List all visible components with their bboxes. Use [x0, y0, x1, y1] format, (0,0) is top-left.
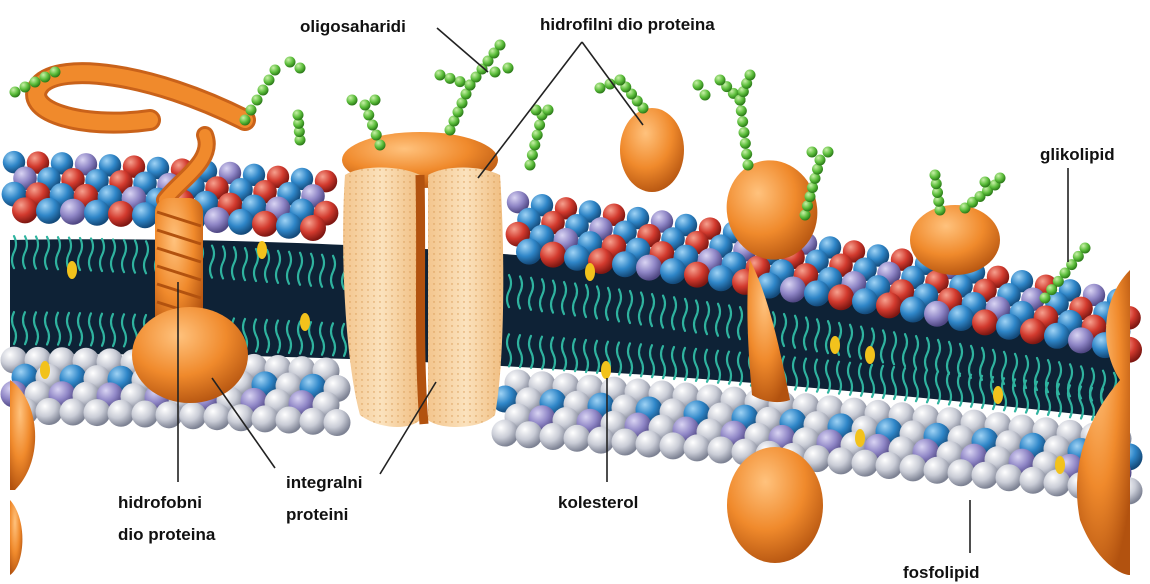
label-oligosaharidi: oligosaharidi [300, 17, 406, 36]
phospholipid-head-icon [1044, 469, 1071, 496]
phospholipid-head-icon [1044, 323, 1070, 349]
oligosaccharide-chain-icon [595, 75, 649, 114]
phospholipid-head-icon [852, 450, 879, 477]
phospholipid-head-icon [660, 258, 686, 284]
phospholipid-head-icon [588, 427, 615, 454]
phospholipid-head-icon [516, 421, 543, 448]
phospholipid-head-icon [228, 209, 254, 235]
phospholipid-head-icon [1020, 467, 1047, 494]
phospholipid-head-icon [276, 213, 302, 239]
phospholipid-head-icon [1068, 327, 1094, 353]
phospholipid-head-icon [276, 407, 303, 434]
phospholipid-head-icon [60, 398, 87, 425]
phospholipid-head-icon [204, 207, 230, 233]
cholesterol-icon [67, 261, 77, 279]
cholesterol-icon [855, 429, 865, 447]
phospholipid-head-icon [516, 239, 542, 265]
label-integralni-line1: integralni [286, 473, 363, 492]
edge-protein-left-bottom [10, 500, 22, 575]
phospholipid-head-icon [948, 459, 975, 486]
phospholipid-head-icon [636, 255, 662, 281]
cholesterol-icon [830, 336, 840, 354]
oligosaccharide-chain-icon [930, 170, 1006, 216]
phospholipid-head-icon [876, 452, 903, 479]
phospholipid-head-icon [60, 199, 86, 225]
phospholipid-head-icon [972, 309, 998, 335]
phospholipid-head-icon [708, 436, 735, 463]
phospholipid-head-icon [1020, 318, 1046, 344]
phospholipid-head-icon [900, 297, 926, 323]
cholesterol-icon [993, 386, 1003, 404]
oligosaccharide-chain-icon [293, 110, 306, 146]
phospholipid-head-icon [36, 198, 62, 224]
phospholipid-head-icon [684, 434, 711, 461]
cholesterol-icon [257, 241, 267, 259]
phospholipid-head-icon [876, 292, 902, 318]
label-hidrofilni-dio-proteina: hidrofilni dio proteina [540, 15, 715, 34]
phospholipid-head-icon [180, 402, 207, 429]
phospholipid-head-icon [300, 408, 327, 435]
peripheral-protein-1 [620, 108, 684, 192]
cholesterol-icon [865, 346, 875, 364]
phospholipid-head-icon [564, 425, 591, 452]
phospholipid-head-icon [612, 429, 639, 456]
label-integralni-line2: proteini [286, 505, 348, 524]
oligosaccharide-chain-icon [435, 40, 514, 136]
phospholipid-head-icon [108, 201, 134, 227]
cholesterol-icon [300, 313, 310, 331]
label-fosfolipid: fosfolipid [903, 563, 979, 582]
oligosaccharide-chain-icon [525, 105, 554, 171]
phospholipid-head-icon [612, 251, 638, 277]
label-hidrofobni-line2: dio proteina [118, 525, 216, 544]
phospholipid-head-icon [36, 398, 63, 425]
oligosaccharide-chain-icon [693, 70, 756, 171]
phospholipid-head-icon [132, 400, 159, 427]
phospholipid-head-icon [492, 420, 519, 447]
cholesterol-icon [601, 361, 611, 379]
phospholipid-head-icon [324, 409, 351, 436]
phospholipid-head-icon [204, 403, 231, 430]
phospholipid-head-icon [996, 464, 1023, 491]
phospholipid-head-icon [852, 288, 878, 314]
phospholipid-head-icon [252, 405, 279, 432]
phospholipid-head-icon [972, 462, 999, 489]
cholesterol-icon [1055, 456, 1065, 474]
phospholipid-head-icon [252, 211, 278, 237]
phospholipid-head-icon [132, 202, 158, 228]
peripheral-protein-bottom [727, 447, 823, 563]
phospholipid-head-icon [684, 262, 710, 288]
cholesterol-icon [585, 263, 595, 281]
phospholipid-head-icon [828, 447, 855, 474]
phospholipid-head-icon [540, 242, 566, 268]
phospholipid-head-icon [804, 280, 830, 306]
phospholipid-head-icon [780, 276, 806, 302]
phospholipid-head-icon [636, 430, 663, 457]
label-kolesterol: kolesterol [558, 493, 638, 512]
phospholipid-head-icon [900, 454, 927, 481]
phospholipid-head-icon [996, 314, 1022, 340]
phospholipid-head-icon [84, 200, 110, 226]
phospholipid-head-icon [924, 457, 951, 484]
phospholipid-head-icon [300, 215, 326, 241]
phospholipid-head-icon [540, 423, 567, 450]
phospholipid-head-icon [12, 197, 38, 223]
phospholipid-head-icon [708, 265, 734, 291]
label-glikolipid: glikolipid [1040, 145, 1115, 164]
phospholipid-head-icon [948, 305, 974, 331]
label-hidrofobni-line1: hidrofobni [118, 493, 202, 512]
phospholipid-head-icon [108, 400, 135, 427]
peripheral-protein-3 [910, 205, 1000, 275]
phospholipid-head-icon [228, 404, 255, 431]
phospholipid-head-icon [84, 399, 111, 426]
phospholipid-head-icon [660, 432, 687, 459]
cholesterol-icon [40, 361, 50, 379]
phospholipid-head-icon [924, 301, 950, 327]
phospholipid-head-icon [828, 284, 854, 310]
